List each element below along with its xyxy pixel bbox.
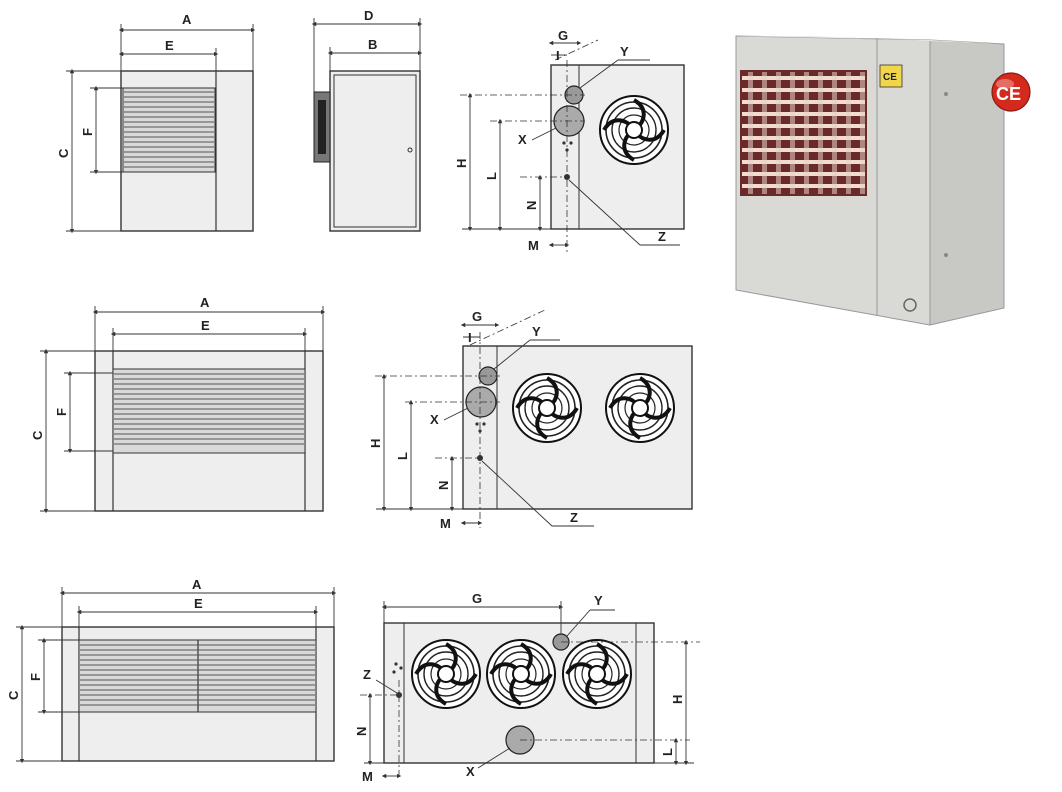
photo-louver-vertical [832,72,837,194]
label-d: D [364,8,373,23]
label-g: G [472,309,482,324]
label-m: M [440,516,451,531]
label-h: H [368,439,383,448]
photo-louver-vertical [818,72,823,194]
photo-louver [742,136,865,140]
label-y: Y [532,324,541,339]
ce-small-label: CE [883,72,897,83]
photo-louver-vertical [776,72,781,194]
label-y: Y [594,593,603,608]
photo-louver-vertical [790,72,795,194]
label-g: G [472,591,482,606]
label-e: E [194,596,203,611]
label-l: L [660,748,675,756]
label-g: G [558,28,568,43]
label-x: X [430,412,439,427]
label-z: Z [363,667,371,682]
fan-icon [511,372,583,444]
photo-louver [742,88,865,92]
label-z: Z [570,510,578,525]
photo-louver-vertical [860,72,865,194]
label-a: A [192,577,202,592]
label-z: Z [658,229,666,244]
label-n: N [354,727,369,736]
photo-louver [742,124,865,128]
view1-side: D B [311,8,423,232]
view2-front: A E C F [30,295,326,514]
label-f: F [28,673,43,681]
fan-icon [604,372,676,444]
label-x: X [466,764,475,779]
label-n: N [436,481,451,490]
label-f: F [54,408,69,416]
ce-mark-label: CE [996,84,1021,104]
photo-louver [742,172,865,176]
photo-louver [742,148,865,152]
photo-louver [742,112,865,116]
label-m: M [528,238,539,253]
label-i: I [556,48,560,63]
fan-icon [410,638,482,710]
fan-icon [598,94,670,166]
photo-louver-vertical [748,72,753,194]
label-e: E [165,38,174,53]
label-x: X [518,132,527,147]
view3-front: A E C F [6,577,337,764]
product-photo: CE CE [733,30,1031,330]
photo-louver [742,76,865,80]
label-h: H [454,159,469,168]
fan-icon [561,638,633,710]
label-e: E [201,318,210,333]
label-b: B [368,37,377,52]
label-l: L [395,452,410,460]
label-c: C [30,430,45,440]
photo-louver [742,100,865,104]
label-l: L [484,172,499,180]
label-i: I [468,330,472,345]
view1-back: G I Y X H L N M Z [454,28,685,253]
label-c: C [56,148,71,158]
label-m: M [362,769,373,784]
photo-louver [742,184,865,188]
label-n: N [524,201,539,210]
label-f: F [80,128,95,136]
photo-louver-vertical [762,72,767,194]
label-a: A [182,12,192,27]
label-y: Y [620,44,629,59]
view3-back: G Y Z H L N M X [354,591,700,784]
label-h: H [670,695,685,704]
photo-louver-vertical [846,72,851,194]
view2-back: G I Y X H L N M Z [368,309,693,531]
photo-louver-vertical [804,72,809,194]
label-c: C [6,690,21,700]
fan-icon [485,638,557,710]
view1-front: A E C F [56,12,256,234]
photo-louver [742,160,865,164]
label-a: A [200,295,210,310]
